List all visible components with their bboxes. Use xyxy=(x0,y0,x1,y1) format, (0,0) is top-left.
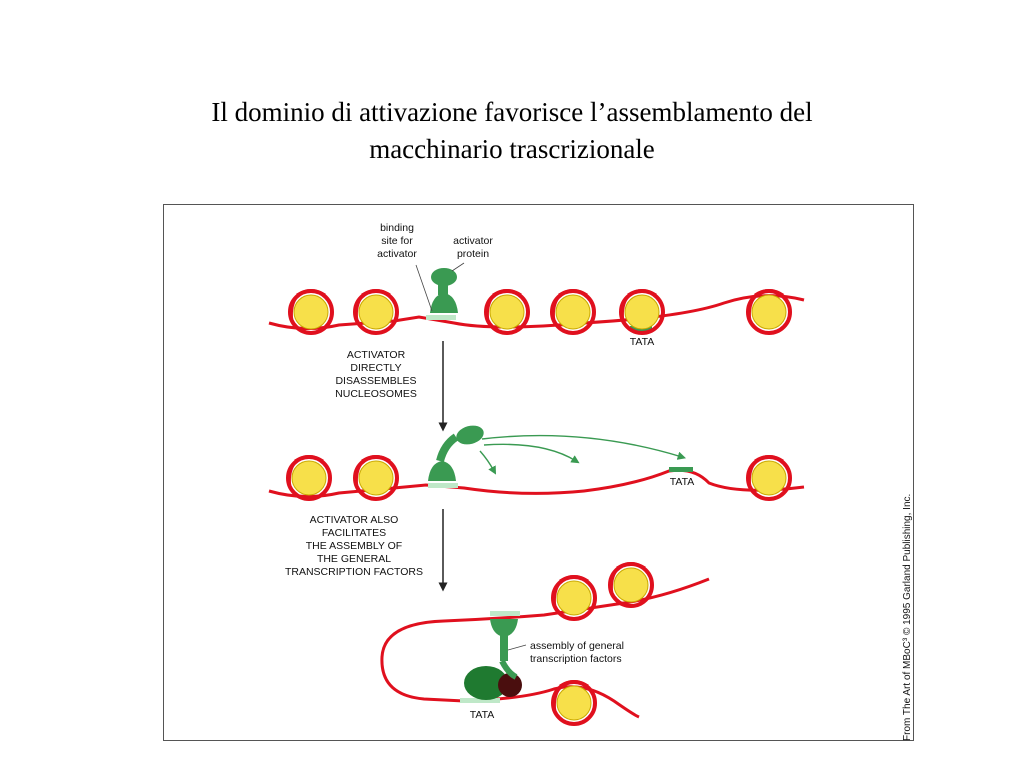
assembly-label-1: assembly of general xyxy=(530,640,624,652)
nucleosome-icon xyxy=(746,454,792,501)
tata-label-2: TATA xyxy=(670,476,695,488)
svg-text:ACTIVATOR: ACTIVATOR xyxy=(347,349,406,361)
leader-line xyxy=(415,264,433,312)
dna-strand xyxy=(380,577,710,719)
curved-arrow-icon xyxy=(481,434,687,460)
nucleosome-icon xyxy=(608,561,654,608)
svg-text:THE ASSEMBLY OF: THE ASSEMBLY OF xyxy=(306,540,402,552)
binding-site-label-2: site for xyxy=(381,235,413,247)
nucleosome-icon xyxy=(353,288,399,335)
activator-protein-icon xyxy=(428,425,484,481)
nucleosome-icon xyxy=(746,288,792,335)
nucleosome-icon xyxy=(619,288,665,335)
slide-title-line-2: macchinario trascrizionale xyxy=(369,134,655,164)
svg-text:FACILITATES: FACILITATES xyxy=(322,527,386,539)
nucleosome-icon xyxy=(551,679,597,726)
tata-label-3: TATA xyxy=(470,709,495,721)
nucleosome-icon xyxy=(353,454,399,501)
assembly-label-2: transcription factors xyxy=(530,653,622,665)
binding-site xyxy=(490,611,520,616)
tata-box xyxy=(460,698,500,703)
slide-title-line-1: Il dominio di attivazione favorisce l’as… xyxy=(211,97,813,127)
row-1-chromatin xyxy=(268,262,805,335)
slide-title: Il dominio di attivazione favorisce l’as… xyxy=(100,94,924,168)
binding-site-label-1: binding xyxy=(380,222,414,234)
binding-site xyxy=(428,483,458,488)
nucleosome-icon xyxy=(551,574,597,621)
nucleosome-icon xyxy=(288,288,334,335)
leader-line xyxy=(451,262,465,272)
dna-strand xyxy=(268,294,805,331)
activator-protein-label-2: protein xyxy=(457,248,489,260)
general-tf-complex xyxy=(498,673,522,697)
row-3-dna-loop xyxy=(380,561,710,726)
step-2-label: ACTIVATOR ALSO FACILITATES THE ASSEMBLY … xyxy=(285,514,423,578)
activator-protein-label-1: activator xyxy=(453,235,493,247)
row-2-chromatin xyxy=(268,425,805,501)
svg-text:TRANSCRIPTION FACTORS: TRANSCRIPTION FACTORS xyxy=(285,566,423,578)
svg-text:DIRECTLY: DIRECTLY xyxy=(350,362,401,374)
activator-protein-icon xyxy=(490,619,518,661)
general-tf-complex xyxy=(464,666,508,700)
copyright-credit: From The Art of MBoC³ © 1995 Garland Pub… xyxy=(902,494,913,741)
tata-box xyxy=(669,467,693,472)
activator-protein-icon xyxy=(430,268,458,313)
svg-text:DISASSEMBLES: DISASSEMBLES xyxy=(335,375,416,387)
nucleosome-icon xyxy=(286,454,332,501)
dna-strand xyxy=(268,468,805,499)
nucleosome-icon xyxy=(550,288,596,335)
transcription-diagram: binding site for activator activator pro… xyxy=(268,222,913,741)
curved-arrow-icon xyxy=(483,443,580,464)
nucleosome-icon xyxy=(484,288,530,335)
svg-text:ACTIVATOR ALSO: ACTIVATOR ALSO xyxy=(310,514,399,526)
curved-arrow-icon xyxy=(479,450,497,475)
svg-text:NUCLEOSOMES: NUCLEOSOMES xyxy=(335,388,417,400)
binding-site-label-3: activator xyxy=(377,248,417,260)
tata-label-1: TATA xyxy=(630,336,655,348)
figure-panel: binding site for activator activator pro… xyxy=(163,204,914,741)
leader-line xyxy=(507,644,527,651)
binding-site xyxy=(426,315,456,320)
step-1-label: ACTIVATOR DIRECTLY DISASSEMBLES NUCLEOSO… xyxy=(335,349,417,400)
svg-text:THE GENERAL: THE GENERAL xyxy=(317,553,391,565)
